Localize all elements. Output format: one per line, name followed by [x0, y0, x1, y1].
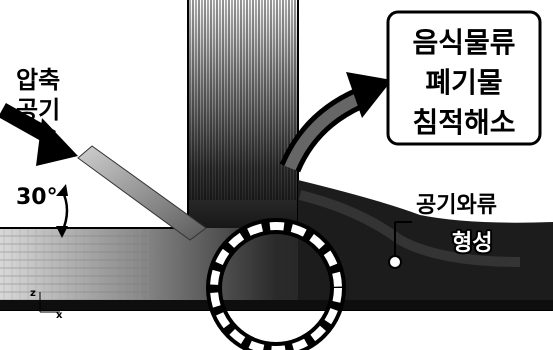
result-label-line2: 폐기물: [425, 66, 502, 99]
vortex-circle: [206, 218, 346, 350]
vortex-leader-line: [388, 221, 412, 269]
vertical-pipe: [187, 0, 299, 240]
result-label-line1: 음식물류: [412, 26, 515, 59]
vortex-label-line1: 공기와류: [416, 193, 497, 218]
angle-arc-icon: [56, 184, 69, 238]
horizontal-pipe: [0, 180, 553, 311]
compressed-air-label-line2: 공기: [16, 96, 60, 124]
axis-z-label: z: [30, 288, 36, 299]
axis-x-label: x: [56, 310, 63, 321]
vortex-label-line2: 형성: [452, 231, 492, 256]
air-jet-stream: [77, 145, 207, 241]
result-label-box: [386, 10, 542, 146]
angle-label: 30°: [16, 185, 58, 210]
compressed-air-arrow-icon: [0, 103, 78, 166]
result-label-line3: 침적해소: [412, 106, 515, 139]
upward-flow-arrow-icon: [279, 72, 392, 173]
compressed-air-label-line1: 압축: [16, 66, 60, 94]
